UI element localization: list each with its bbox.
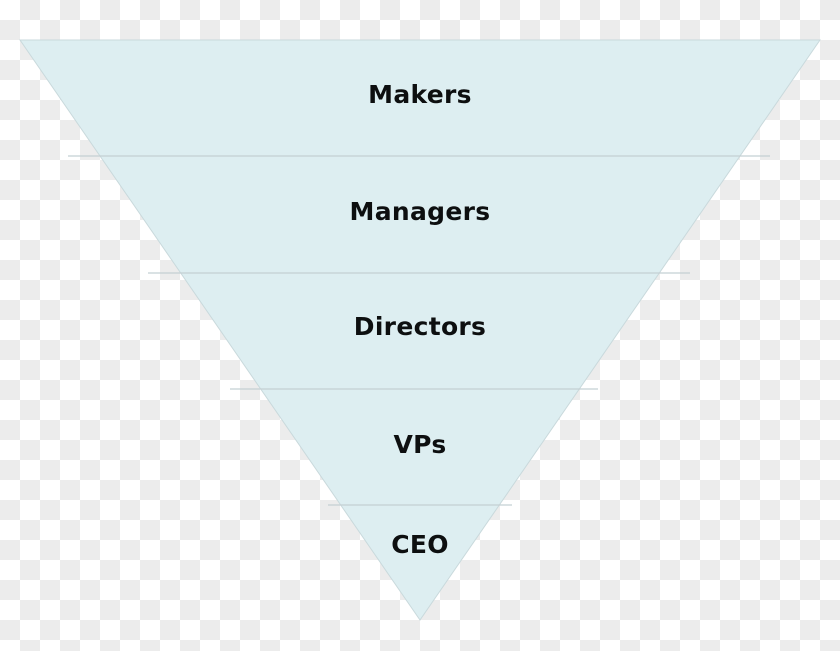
- pyramid-shape: [19, 39, 821, 621]
- level-label-makers: Makers: [368, 80, 472, 109]
- level-label-ceo: CEO: [391, 530, 449, 559]
- level-label-vps: VPs: [393, 430, 447, 459]
- level-label-directors: Directors: [353, 312, 487, 341]
- level-label-managers: Managers: [349, 197, 491, 226]
